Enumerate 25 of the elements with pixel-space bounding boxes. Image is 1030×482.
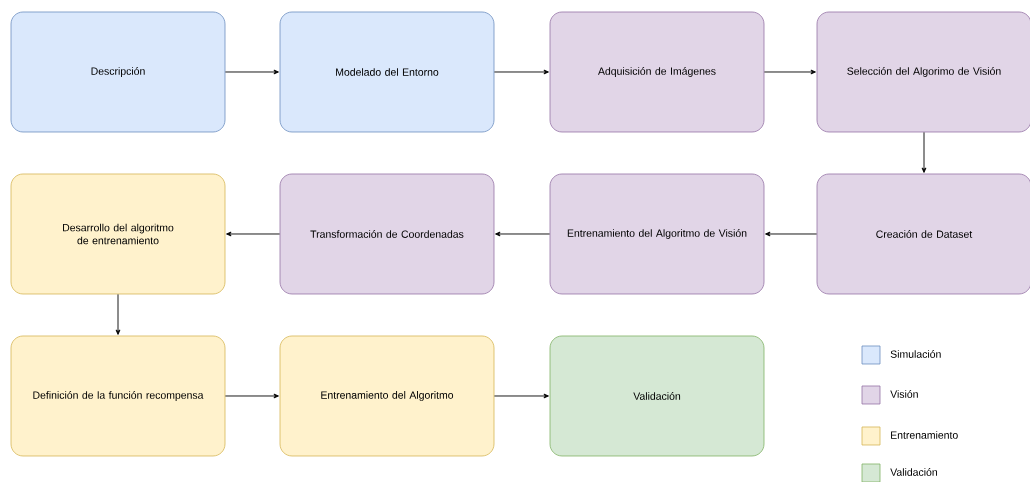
process-box: Entrenamiento del Algoritmo [279,335,495,457]
legend-label: Entrenamiento [891,431,958,439]
arrow [493,393,549,399]
process-box: Modelado del Entorno [279,11,495,133]
process-box: Definición de la función recompensa [10,335,226,457]
arrow [224,393,279,399]
process-box: Selección del Algorimo de Visión [816,11,1030,133]
process-box: Entrenamiento del Algoritmo de Visión [549,173,765,295]
legend-label: Simulación [890,350,941,358]
arrow [763,69,816,75]
legend-label: Visión [890,390,918,398]
arrow [226,231,281,237]
arrow [495,231,551,237]
arrow [493,69,549,75]
arrow [115,293,121,335]
arrow [921,131,927,173]
process-box: Desarrollo del algoritmo de entrenamiento [10,173,226,295]
process-box: Validación [549,335,765,457]
process-box: Creación de Dataset [816,173,1030,295]
arrow [765,231,818,237]
process-box: Adquisición de Imágenes [549,11,765,133]
process-box: Transformación de Coordenadas [279,173,495,295]
arrow [224,69,279,75]
process-box: Descripción [10,11,226,133]
legend-label: Validación [890,468,937,476]
